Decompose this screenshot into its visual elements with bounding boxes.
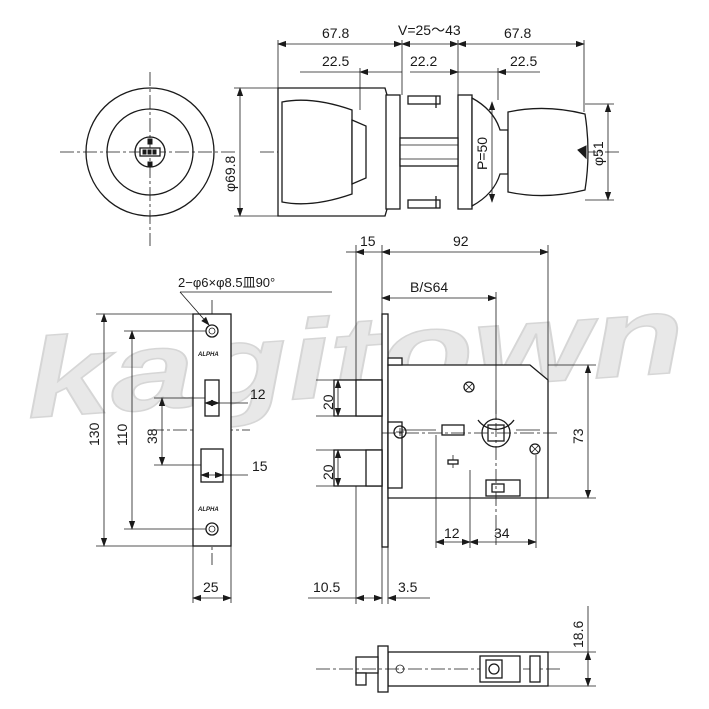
dim-latch-to-bolt: 38 [144,428,160,444]
dim-case-thickness: 18.6 [570,621,586,648]
dim-plate-thickness: 3.5 [398,579,418,595]
dim-knob-diameter: φ51 [590,141,606,166]
dim-front-depth: 15 [360,233,376,249]
dim-faceplate-height: 130 [86,422,102,446]
phillips-screw-icon [529,443,541,455]
dim-pitch: P=50 [474,137,490,170]
dim-door-range: V=25〜43 [398,22,461,38]
dim-left-rose: 22.5 [322,53,349,69]
dim-case-depth: 92 [453,233,469,249]
screw-note-text: 2−φ6×φ8.5皿90° [178,275,275,290]
dimensions-top: 67.8 V=25〜43 67.8 22.5 22.2 22.5 [277,22,585,112]
dim-left-spindle: 22.2 [410,53,437,69]
bottom-view: 18.6 [316,606,596,693]
dim-bolt-height: 20 [320,464,336,480]
dim-latch-height: 20 [320,394,336,410]
dim-overall-right: 67.8 [504,25,531,41]
faceplate-brand-top: ALPHA [197,352,219,358]
front-view-rose [60,72,238,246]
dim-spindle-offset: 34 [494,525,510,541]
dim-right-rose: 22.5 [510,53,537,69]
dim-rose-diameter: φ69.8 [222,155,238,192]
phillips-screw-icon [463,381,475,393]
dim-case-height: 73 [570,428,586,444]
dim-front-offset: 10.5 [313,579,340,595]
dim-backset: B/S64 [410,279,448,295]
phillips-screw-icon [393,425,407,439]
side-view-knobs [260,87,620,217]
dim-screw-pitch: 110 [114,423,130,446]
dim-latch-width: 12 [250,386,266,402]
dimensions-faceplate: 130 110 38 12 15 25 [86,313,268,603]
dim-faceplate-width: 25 [203,579,219,595]
dim-overall-left: 67.8 [322,25,349,41]
dim-bolt-width: 15 [252,458,268,474]
phillips-screw-icon [395,664,405,674]
key-cylinder-icon [134,136,166,168]
dim-small-offset: 12 [444,525,460,541]
dimensions-knob-side: φ69.8 P=50 φ51 [222,87,614,217]
dimensions-case: 15 92 B/S64 20 20 73 12 34 10.5 3.5 [308,233,596,604]
faceplate-brand-bottom: ALPHA [197,507,219,513]
lock-case-view [333,313,560,548]
screw-note: 2−φ6×φ8.5皿90° [178,275,332,326]
